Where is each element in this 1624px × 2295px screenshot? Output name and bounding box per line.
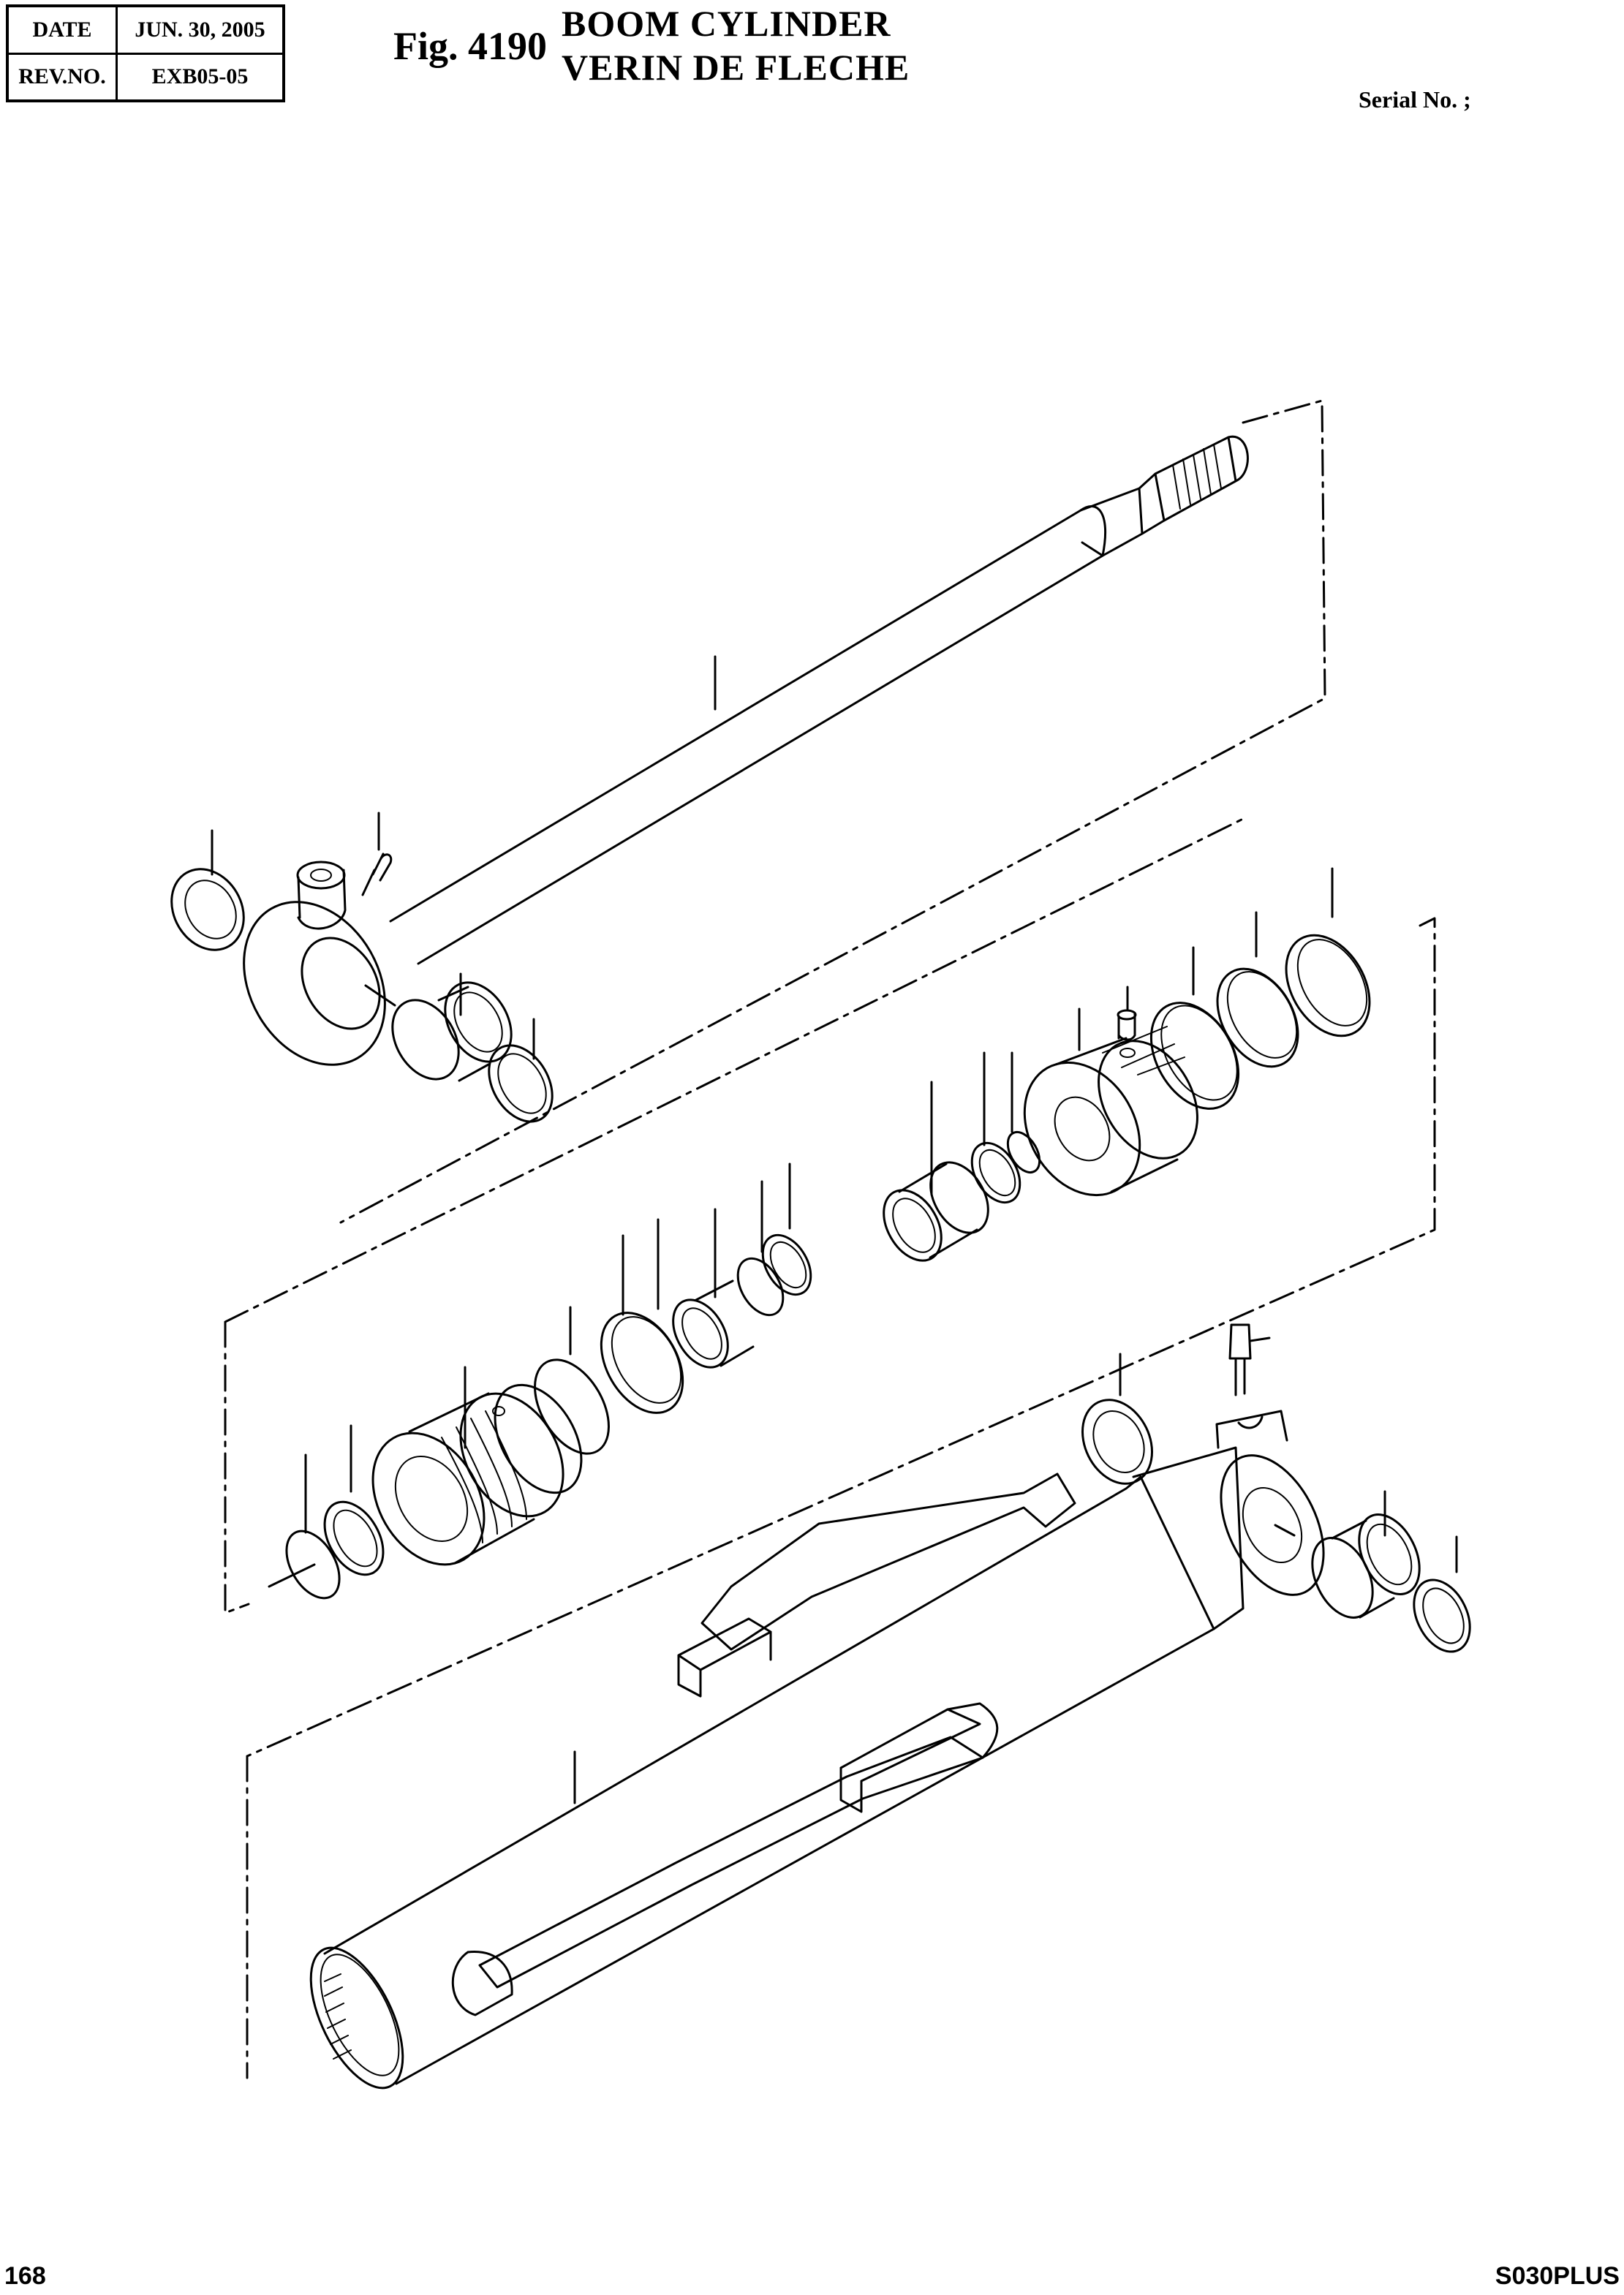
page-number: 168: [4, 2262, 46, 2290]
cylinder-head: [371, 1432, 486, 1566]
piston-o-ring: [1006, 1131, 1041, 1173]
rod-eye-bushing: [437, 986, 490, 1082]
date-row: DATE JUN. 30, 2005: [6, 4, 285, 55]
head-o-ring: [534, 1358, 610, 1455]
revision-row: REV.NO. EXB05-05: [6, 52, 285, 102]
rod-group-boundary: [339, 399, 1326, 1224]
revision-key: REV.NO.: [6, 52, 118, 102]
figure-title: BOOM CYLINDER VERIN DE FLECHE: [562, 1, 910, 89]
figure-title-english: BOOM CYLINDER: [562, 3, 891, 44]
tube-end-dust-seal: [1081, 1399, 1153, 1485]
tube-end-block: [1132, 1446, 1245, 1630]
figure-label: Fig. 4190: [393, 24, 547, 68]
rod-seal: [761, 1233, 812, 1296]
rod-bushing: [695, 1279, 755, 1367]
rod-leader-lines: [211, 655, 717, 1060]
figure-title-french: VERIN DE FLECHE: [562, 47, 910, 88]
tube-leader-lines: [573, 1353, 1458, 1804]
rod-threaded-end: [1079, 435, 1249, 557]
tube-open-end: [309, 1946, 404, 2090]
cylinder-tube-group: [246, 1323, 1471, 2090]
tube-pipe-bracket-2: [839, 1702, 999, 1813]
revision-value: EXB05-05: [116, 52, 285, 102]
piston-wear-ring-2: [1285, 934, 1371, 1037]
tube-internal-thread: [324, 1973, 352, 2060]
rod-eye-bore: [301, 937, 381, 1030]
rod-thread-lines: [1172, 444, 1222, 510]
cylinder-tube: [323, 1475, 1215, 2085]
revision-table: DATE JUN. 30, 2005 REV.NO. EXB05-05: [6, 4, 285, 102]
piston-rod-group: [170, 399, 1326, 1224]
date-value: JUN. 30, 2005: [116, 4, 285, 55]
model-name: S030PLUS: [1495, 2262, 1620, 2290]
piston-rod: [389, 505, 1107, 965]
rod-grease-nipple: [361, 852, 393, 896]
head-seal: [323, 1500, 385, 1576]
internals-leader-lines: [268, 867, 1334, 1588]
tube-pipe-bracket-1: [677, 1617, 772, 1698]
tube-hydraulic-pipe: [700, 1472, 1076, 1651]
tube-end-dust-seal-2: [1413, 1578, 1471, 1653]
date-key: DATE: [6, 4, 118, 55]
piston: [1023, 1061, 1141, 1197]
tube-lower-pipe: [478, 1736, 984, 1989]
rod-eye-boss: [243, 901, 386, 1066]
rod-eye-dust-seal: [488, 1044, 554, 1123]
rod-dust-seal: [170, 868, 245, 951]
internals-boundary: [224, 816, 1436, 1758]
tube-grease-nipple: [1228, 1323, 1271, 1396]
tube-pipe-fitting: [451, 1951, 513, 2016]
rod-eye-grease-port: [297, 869, 347, 930]
serial-number-label: Serial No. ;: [1359, 86, 1471, 113]
rod-eye-grease-port-top: [296, 861, 346, 890]
internals-group: [224, 816, 1436, 1758]
buffer-ring: [736, 1257, 785, 1317]
